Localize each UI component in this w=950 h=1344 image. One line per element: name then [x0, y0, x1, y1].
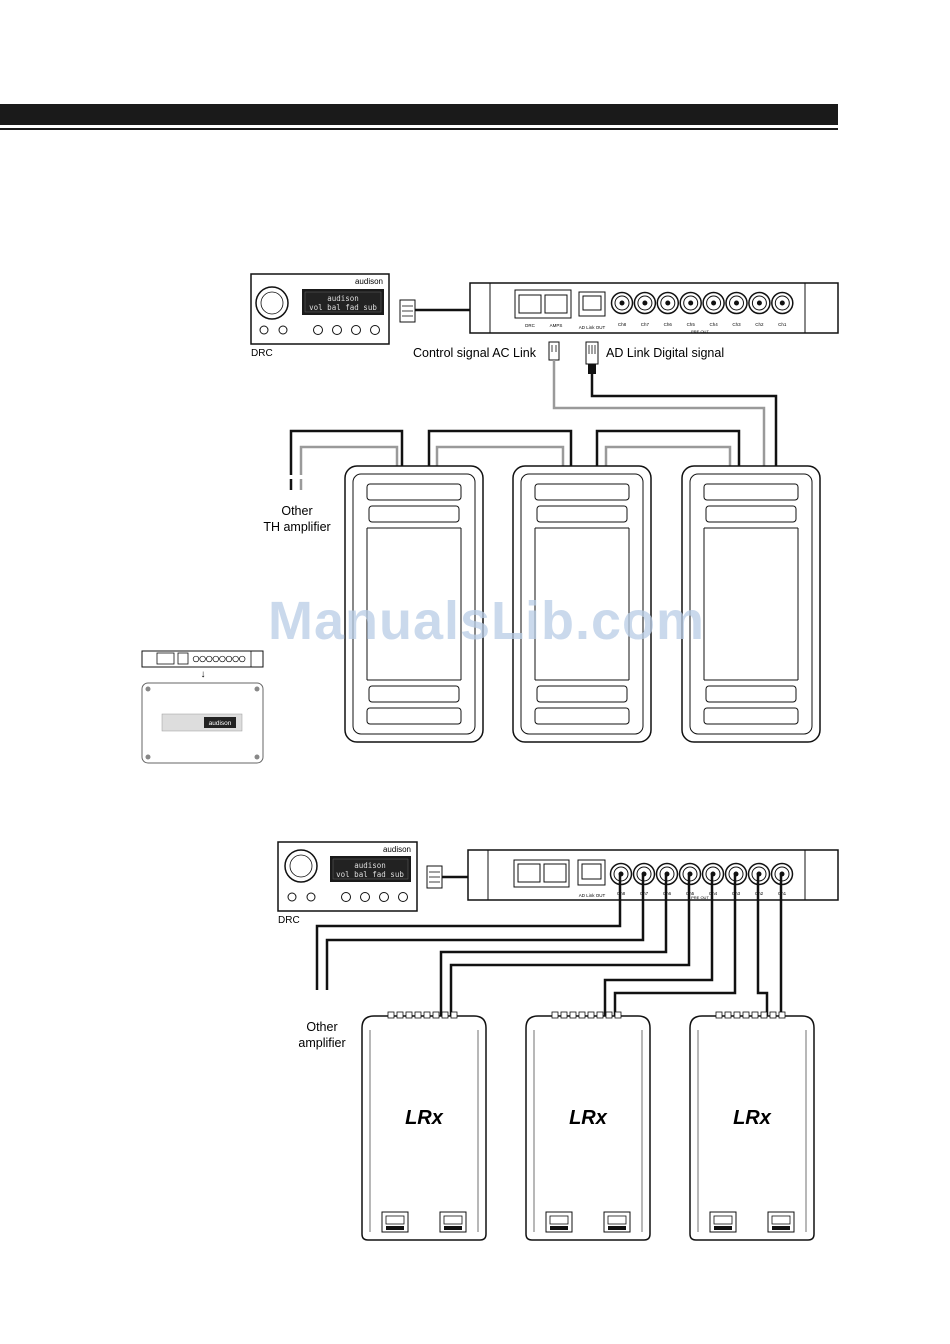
top-rca-label: Ch3 [732, 322, 741, 327]
ac-link-plug-icon [548, 341, 560, 361]
bottom-diagram: audison audison vol bal fad sub DRC [277, 841, 839, 1241]
drc-buttons-bottom [287, 892, 408, 902]
top-rca-label: Ch8 [618, 322, 627, 327]
inset-rca-dot [199, 655, 206, 663]
inset-rca-connectors [192, 655, 246, 663]
label-amplifier: amplifier [298, 1036, 345, 1050]
top-rca-ch4: Ch4 [702, 291, 725, 327]
lrx-amplifier-1: LRx [361, 1011, 487, 1241]
top-rca-ch3: Ch3 [725, 291, 748, 327]
inset-rca-dot [206, 655, 213, 663]
drc-controller-top: audison audison vol bal fad sub DRC [250, 273, 390, 359]
top-rca-label: Ch2 [755, 322, 764, 327]
drc-controller-bottom: audison audison vol bal fad sub DRC [277, 841, 418, 926]
top-diagram: audison audison vol bal fad sub DRC [141, 273, 839, 764]
drc-lcd-line2-top: vol bal fad sub [309, 303, 377, 312]
inset-rca-dot [192, 655, 200, 663]
label-other-top: Other [281, 504, 312, 518]
lrx-logo: LRx [405, 1107, 444, 1129]
lrx-logo: LRx [733, 1107, 772, 1129]
grey-cables-top [299, 360, 766, 490]
top-rca-label: Ch1 [778, 322, 787, 327]
lrx-amplifiers: LRx LRx LRx [361, 1011, 815, 1241]
drc-buttons-top [259, 325, 380, 335]
drc-lcd-top: audison vol bal fad sub [302, 289, 384, 315]
drc-label-bottom: DRC [278, 915, 300, 926]
port-label-drc-top: DRC [525, 323, 535, 328]
top-rca-ch6: Ch6 [656, 291, 680, 327]
top-rca-ch7: Ch7 [633, 291, 657, 327]
terminal-block-icon [545, 1211, 573, 1233]
top-rca-ch8: Ch8 [610, 291, 634, 327]
top-rca-label: Ch5 [687, 322, 696, 327]
top-rca-label: Ch6 [664, 322, 673, 327]
top-rca-ch5: Ch5 [679, 291, 702, 327]
drc-brand-bottom: audison [383, 845, 411, 854]
lrx-amplifier-3: LRx [689, 1011, 815, 1241]
top-rca-label: Ch7 [641, 322, 650, 327]
header-bar [0, 104, 838, 130]
terminal-block-icon [709, 1211, 737, 1233]
port-label-adlink-top: AD Link OUT [579, 325, 606, 330]
inset-rca-dot [212, 655, 219, 663]
label-other-bottom: Other [306, 1020, 337, 1034]
top-rca-ch1: Ch1 [771, 291, 794, 327]
ad-link-plug-icon [585, 341, 599, 374]
label-ac-link: Control signal AC Link [413, 346, 537, 360]
inset-rca-dot [219, 655, 226, 663]
inset-brand: audison [209, 720, 232, 727]
inset-rca-dot [225, 655, 233, 663]
lrx-amplifier-2: LRx [525, 1011, 651, 1241]
th-amplifier-1 [344, 465, 484, 743]
drc-label-top: DRC [251, 348, 273, 359]
pre-out-label-bottom: PRE OUT [691, 895, 709, 900]
inset-detail: ↓ audison [141, 650, 264, 764]
terminal-block-icon [767, 1211, 795, 1233]
black-cables-top [289, 374, 778, 490]
th-amplifier-2 [512, 465, 652, 743]
inset-rca-dot [232, 655, 239, 663]
terminal-block-icon [439, 1211, 467, 1233]
drc-brand-top: audison [355, 277, 383, 286]
terminal-block-icon [603, 1211, 631, 1233]
port-label-adlink-bottom: AD Link OUT [579, 893, 606, 898]
drc-lcd-bottom: audison vol bal fad sub [330, 856, 411, 882]
top-rca-ch2: Ch2 [748, 291, 771, 327]
inset-arrow-icon: ↓ [201, 669, 206, 680]
drc-lcd-line1-bottom: audison [354, 861, 386, 870]
th-amplifiers [344, 465, 821, 743]
rca-connectors-top: Ch8 Ch7 Ch6 Ch5 Ch4 Ch3 Ch2 Ch1 [610, 291, 794, 327]
drc-lcd-line1-top: audison [327, 294, 359, 303]
th-amplifier-3 [681, 465, 821, 743]
pre-out-label-top: PRE OUT [691, 329, 709, 334]
terminal-block-icon [381, 1211, 409, 1233]
black-cables-bottom [315, 875, 783, 1016]
inset-rca-dot [239, 655, 246, 663]
drc-lcd-line2-bottom: vol bal fad sub [336, 870, 404, 879]
port-label-amps-top: AMPS [550, 323, 563, 328]
lrx-logo: LRx [569, 1107, 608, 1129]
label-ad-link: AD Link Digital signal [606, 346, 724, 360]
top-rca-label: Ch4 [709, 322, 718, 327]
label-th-amplifier: TH amplifier [263, 520, 330, 534]
